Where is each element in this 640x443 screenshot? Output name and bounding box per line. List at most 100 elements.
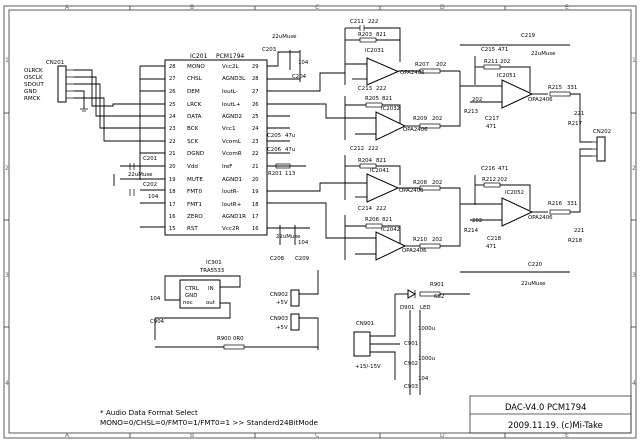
ground-cn201 (80, 108, 88, 112)
col-label-b: B (190, 4, 194, 11)
cn902-ref: CN902 (270, 292, 288, 298)
stage-ic2032: C213 222 R205 821 IC2032 OPA2406 R209 20… (344, 71, 461, 141)
cn901-ref: CN901 (356, 321, 374, 327)
stage-ic2031: C211 222 R203 821 IC2031 OPA2406 R207 20… (344, 19, 460, 86)
c202-ref: C202 (143, 182, 157, 188)
r218-ref: R218 (568, 238, 583, 244)
ic201-pinno-l10: 19 (169, 177, 176, 183)
c215-value: 471 (498, 47, 508, 53)
ic201-pin-data: DATA (187, 114, 202, 120)
c220-value: 22uMuse (521, 281, 546, 287)
r209-ref: R209 (413, 116, 428, 122)
ic201-pin-sck: SCK (187, 139, 198, 145)
c201-value: 22uMuse (128, 172, 153, 178)
c903-value: 104 (418, 376, 429, 382)
r204-ref: R204 (358, 158, 373, 164)
ic201-pinno-l3: 26 (169, 89, 176, 95)
ic201-pinno-l5: 24 (169, 114, 176, 120)
ic201-pinno-r5: 25 (252, 114, 259, 120)
ic201-pin-agnd3l: AGND3L (222, 76, 246, 82)
c208-value: 22uMuse (276, 234, 301, 240)
row-label-4: 4 (5, 380, 9, 387)
r206-ref: R206 (365, 217, 380, 223)
r901-value: 682 (434, 294, 444, 300)
c216-value: 471 (498, 166, 508, 172)
c904-value: 104 (150, 296, 161, 302)
r207-ref: R207 (415, 62, 429, 68)
col-label-d: D (440, 4, 445, 11)
r208-ref: R208 (413, 180, 428, 186)
cn201-pin-sdout: SDOUT (24, 82, 44, 88)
input-wiring (74, 65, 165, 228)
col-label-c-bottom: C (315, 432, 319, 439)
ic901-pin-ctrl: CTRL (185, 286, 199, 292)
r213-value: 202 (472, 97, 482, 103)
ic201-pin-ioutl-minus: IoutL- (222, 89, 238, 95)
ic201-pinno-r3: 27 (252, 89, 259, 95)
c218-value: 471 (486, 244, 496, 250)
c215-ref: C215 (481, 47, 495, 53)
c201-ref: C201 (143, 156, 157, 162)
ic201-pin-lrck: LRCK (187, 102, 202, 108)
c219-ref: C219 (521, 33, 536, 39)
ic2042-ref: IC2042 (381, 227, 400, 233)
ic201-pinno-l12: 17 (169, 202, 176, 208)
ic201-ref: IC201 (190, 53, 208, 60)
ic2041-ref: IC2041 (370, 168, 389, 174)
cap-c202: C202 104 (129, 182, 159, 200)
r210-ref: R210 (413, 237, 428, 243)
r211-value: 202 (500, 59, 510, 65)
ic2051-model: OPA2406 (528, 97, 553, 103)
ic201-pinno-r6: 24 (252, 126, 259, 132)
cap-c201: C201 22uMuse (128, 156, 157, 178)
ic201-pinno-r10: 20 (252, 177, 259, 183)
ic201-pin-vcoml: VcomL (222, 139, 242, 145)
c217-value: 471 (486, 124, 496, 130)
cn903-label: +5V (276, 325, 288, 331)
cn202-ref: CN202 (593, 129, 611, 135)
row-label-2-right: 2 (632, 165, 636, 172)
r206-value: 821 (382, 217, 392, 223)
ic201-pin-ioutr-minus: IoutR- (222, 189, 239, 195)
stage-ic2042: C214 222 R206 821 IC2042 OPA2406 R210 20… (344, 188, 461, 261)
cn201-pin-olrck: OLRCK (24, 68, 43, 74)
r214-ref: R214 (464, 228, 479, 234)
d901-value: LED (420, 305, 431, 311)
ic201-pinno-r14: 16 (252, 226, 259, 232)
stage-ic2051: C215 471 R211 202 IC2051 OPA2406 R213 20… (460, 33, 592, 143)
row-label-3-right: 3 (632, 272, 636, 279)
r212-ref: R212 (482, 177, 496, 183)
ic2032-ref: IC2032 (381, 106, 400, 112)
ic201-pinno-r2: 28 (252, 76, 259, 82)
row-label-1: 1 (5, 57, 9, 64)
c218-ref: C218 (487, 236, 502, 242)
cn201-pin-rmck: RMCK (24, 96, 41, 102)
ic201-pin-agnd2: AGND2 (222, 114, 242, 120)
ic201-pinno-r13: 17 (252, 214, 259, 220)
ic2051-ref: IC2051 (497, 73, 516, 79)
r201-value: 113 (285, 171, 295, 177)
r214-value: 202 (472, 218, 482, 224)
row-label-4-right: 4 (632, 380, 636, 387)
ic2052-model: OPA2406 (528, 215, 553, 221)
c203-value: 22uMuse (272, 34, 297, 40)
ic2031-model: OPA2406 (400, 70, 425, 76)
c212-ref: C212 (350, 146, 364, 152)
d901-ref: D901 (400, 305, 414, 311)
ic201-pin-agnd1: AGND1 (222, 177, 243, 183)
drawing-date-author: 2009.11.19. (c)Mi-Take (508, 420, 603, 430)
r216-value: 331 (567, 201, 577, 207)
c213-value: 222 (376, 86, 386, 92)
ic201-pinno-l7: 22 (169, 139, 176, 145)
c217-ref: C217 (485, 116, 499, 122)
ic201-pin-vcc1: Vcc1 (222, 126, 236, 132)
cn201-pin-gnd: GND (24, 89, 37, 95)
c208-ref: C208 (270, 256, 285, 262)
r217-ref: R217 (568, 121, 582, 127)
ic201-pin-zero: ZERO (187, 214, 203, 220)
ic201-pinno-l13: 16 (169, 214, 176, 220)
stage-ic2041: C212 222 R204 821 IC2041 OPA2406 R208 20… (344, 146, 460, 203)
c219-value: 22uMuse (531, 51, 556, 57)
ic901-pin-in: IN (208, 286, 214, 292)
ic201-pinno-l8: 21 (169, 151, 176, 157)
